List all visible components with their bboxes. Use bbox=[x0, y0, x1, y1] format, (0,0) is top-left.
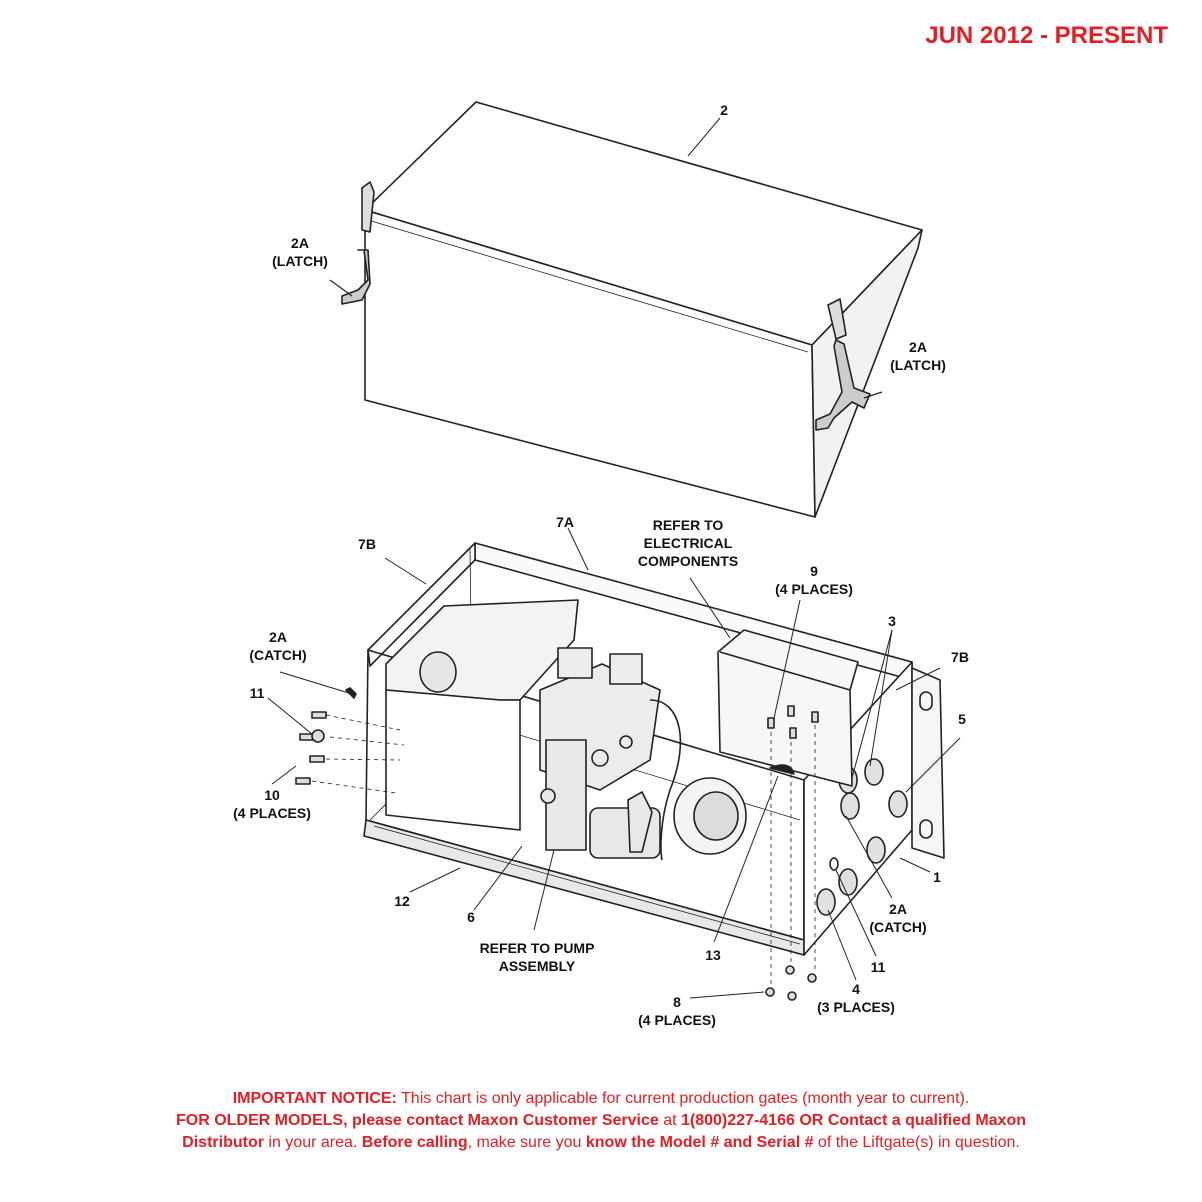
callout-2: 2 bbox=[720, 102, 728, 118]
notice-end: of the Liftgate(s) in question. bbox=[813, 1134, 1020, 1151]
notice-distributor: Distributor bbox=[182, 1134, 264, 1151]
callout-sub: (LATCH) bbox=[890, 357, 946, 373]
callout-num: 8 bbox=[673, 994, 681, 1010]
callout-num: 2A bbox=[291, 235, 309, 251]
callout-7b-left: 7B bbox=[358, 536, 376, 552]
callout-13: 13 bbox=[705, 947, 721, 963]
callout-num: 2A bbox=[269, 629, 287, 645]
callout-2a-catch-left: 2A (CATCH) bbox=[249, 628, 306, 664]
notice-line-2: FOR OLDER MODELS, please contact Maxon C… bbox=[0, 1110, 1202, 1132]
cover-latch-left bbox=[341, 181, 375, 305]
callout-num: 9 bbox=[810, 563, 818, 579]
notice-older-mid: at bbox=[658, 1112, 681, 1129]
notice-lead-rest: This chart is only applicable for curren… bbox=[396, 1090, 970, 1107]
callout-5: 5 bbox=[958, 711, 966, 727]
date-range-header: JUN 2012 - PRESENT bbox=[925, 22, 1168, 49]
notice-line-3: Distributor in your area. Before calling… bbox=[0, 1132, 1202, 1154]
callout-line: REFER TO PUMP bbox=[479, 940, 595, 956]
callout-line: ELECTRICAL bbox=[643, 535, 733, 551]
leader-lines bbox=[267, 117, 961, 999]
screws-item-9 bbox=[767, 705, 819, 739]
callout-2a-latch-right: 2A (LATCH) bbox=[890, 338, 946, 374]
callout-refer-pump: REFER TO PUMP ASSEMBLY bbox=[480, 939, 595, 975]
nuts-item-8 bbox=[765, 965, 817, 1001]
notice-line-1: IMPORTANT NOTICE: This chart is only app… bbox=[0, 1088, 1202, 1110]
reservoir-tank bbox=[385, 599, 579, 831]
callout-4: 4 (3 PLACES) bbox=[817, 980, 895, 1016]
callout-2a-latch-left: 2A (LATCH) bbox=[272, 234, 328, 270]
exploded-parts-diagram bbox=[267, 101, 961, 1001]
callout-num: 2A bbox=[889, 901, 907, 917]
callout-line: COMPONENTS bbox=[637, 553, 739, 569]
catch-pin bbox=[829, 857, 839, 871]
notice-lead-bold: IMPORTANT NOTICE: bbox=[232, 1090, 397, 1107]
callout-11-left: 11 bbox=[249, 685, 265, 701]
notice-phone: 1(800)227-4166 OR Contact a qualified Ma… bbox=[681, 1112, 1026, 1129]
callout-6: 6 bbox=[467, 909, 475, 925]
notice-know-model: know the Model # and Serial # bbox=[585, 1134, 814, 1151]
callout-num: 10 bbox=[264, 787, 280, 803]
callout-sub: (4 PLACES) bbox=[233, 805, 311, 821]
callout-2a-catch-right: 2A (CATCH) bbox=[869, 900, 926, 936]
notice-before-mid: , make sure you bbox=[467, 1134, 586, 1151]
callout-7b-right: 7B bbox=[951, 649, 969, 665]
callout-8: 8 (4 PLACES) bbox=[638, 993, 716, 1029]
callout-refer-electrical: REFER TO ELECTRICAL COMPONENTS bbox=[638, 516, 738, 570]
pump-motor-assembly bbox=[540, 739, 747, 859]
cover-lid bbox=[364, 101, 923, 518]
callout-7a: 7A bbox=[556, 514, 574, 530]
bolts-item-10 bbox=[295, 687, 357, 785]
callout-num: 4 bbox=[852, 981, 860, 997]
callout-sub: (4 PLACES) bbox=[638, 1012, 716, 1028]
notice-older-bold: FOR OLDER MODELS, please contact Maxon C… bbox=[175, 1112, 659, 1129]
cover-latch-right bbox=[815, 298, 871, 431]
callout-sub: (CATCH) bbox=[869, 919, 927, 935]
callout-12: 12 bbox=[394, 893, 410, 909]
important-notice: IMPORTANT NOTICE: This chart is only app… bbox=[0, 1088, 1202, 1154]
notice-before-calling: Before calling bbox=[361, 1134, 468, 1151]
callout-num: 2A bbox=[909, 339, 927, 355]
callout-3: 3 bbox=[888, 613, 896, 629]
callout-1: 1 bbox=[933, 869, 941, 885]
callout-sub: (LATCH) bbox=[272, 253, 328, 269]
callout-sub: (3 PLACES) bbox=[817, 999, 895, 1015]
callout-9: 9 (4 PLACES) bbox=[775, 562, 853, 598]
callout-sub: (4 PLACES) bbox=[775, 581, 853, 597]
callout-10: 10 (4 PLACES) bbox=[233, 786, 311, 822]
mounting-plate bbox=[911, 667, 945, 859]
callout-11-right: 11 bbox=[870, 959, 886, 975]
callout-sub: (CATCH) bbox=[249, 647, 307, 663]
notice-dist-mid: in your area. bbox=[263, 1134, 362, 1151]
callout-line: ASSEMBLY bbox=[498, 958, 576, 974]
callout-line: REFER TO bbox=[652, 517, 724, 533]
